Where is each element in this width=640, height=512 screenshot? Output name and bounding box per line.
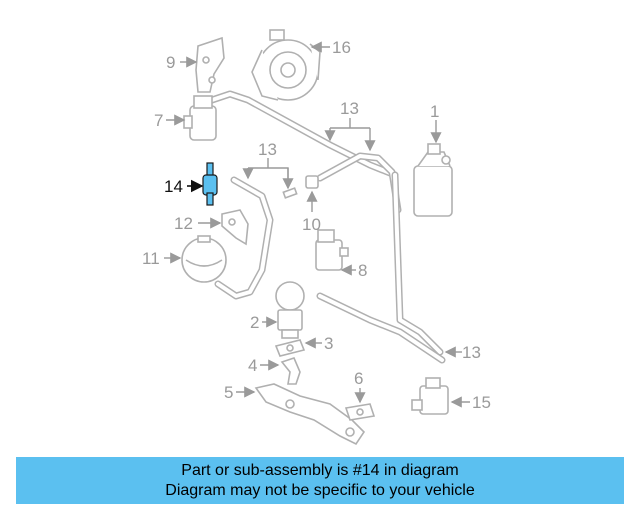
callout-6: 6 [354,369,363,388]
part-11-reservoir [164,235,227,283]
callout-7: 7 [154,111,163,130]
callout-13-right: 13 [462,343,481,362]
part-4-pipe [260,357,301,385]
part-16-pump [251,29,330,101]
part-15-valve [411,377,470,415]
part-8-solenoid [315,229,356,276]
callout-2: 2 [250,313,259,332]
callout-16: 16 [332,38,351,57]
callout-4: 4 [248,356,257,375]
part-9-bracket [180,36,225,93]
callout-13-top: 13 [340,99,359,118]
callout-14: 14 [164,177,183,196]
callout-13-left: 13 [258,140,277,159]
callout-labels: 9 16 7 13 1 13 14 12 10 11 8 2 3 13 4 6 … [142,38,491,412]
callout-15: 15 [472,393,491,412]
banner-part-notice: Part or sub-assembly is #14 in diagram [181,462,459,479]
part-14-check-valve [187,162,218,206]
part-10-fitting [305,175,319,212]
vacuum-hoses [208,90,446,364]
part-3-gasket [274,337,322,357]
part-1-canister [413,120,453,217]
part-5-manifold [236,383,366,446]
part-13-connectors [242,118,376,199]
info-banner: Part or sub-assembly is #14 in diagram D… [16,457,624,504]
part-12-bracket [198,209,249,246]
banner-vehicle-disclaimer: Diagram may not be specific to your vehi… [165,482,475,499]
part-6-gasket [344,388,376,421]
callout-3: 3 [324,334,333,353]
callout-11: 11 [142,249,160,268]
callout-9: 9 [166,53,175,72]
callout-5: 5 [224,383,233,402]
callout-8: 8 [358,261,367,280]
part-7-valve [166,95,217,141]
part-2-egr-valve [262,281,305,339]
callout-12: 12 [174,214,193,233]
callout-10: 10 [302,215,321,234]
callout-1: 1 [430,102,439,121]
